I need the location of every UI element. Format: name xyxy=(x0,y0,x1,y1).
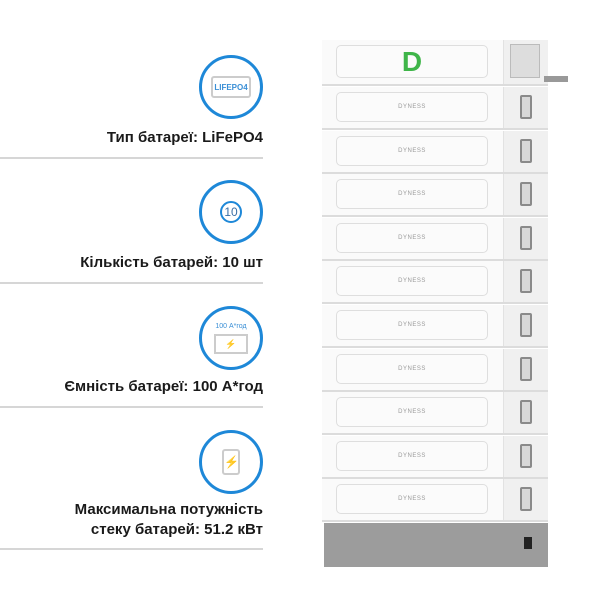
feature-label: Тип батареї: LiFePO4 xyxy=(106,129,263,146)
brand-text: DYNESS xyxy=(398,409,426,416)
feature-label-line2: стеку батарей: 51.2 кВт xyxy=(90,521,263,538)
brand-text: DYNESS xyxy=(398,278,426,285)
battery-module: DYNESS xyxy=(322,87,548,130)
car-battery-icon: 100 А*год ⚡ xyxy=(199,306,263,370)
battery-module: DYNESS xyxy=(322,305,548,348)
divider xyxy=(0,548,263,550)
icon-text: 10 xyxy=(220,201,242,223)
battery-module: DYNESS xyxy=(322,174,548,218)
module-handle xyxy=(520,313,532,337)
brand-text: DYNESS xyxy=(398,452,426,459)
module-handle xyxy=(520,487,532,512)
feature-label-line1: Максимальна потужність xyxy=(74,501,263,518)
module-handle xyxy=(520,443,532,468)
control-panel xyxy=(510,44,540,78)
brand-text: DYNESS xyxy=(398,322,426,328)
brand-text: DYNESS xyxy=(398,496,426,503)
battery-module: DYNESS xyxy=(322,392,548,436)
brand-text: DYNESS xyxy=(398,147,426,154)
module-handle xyxy=(520,269,532,294)
feature-label: Ємність батареї: 100 А*год xyxy=(64,378,263,395)
icon-text: 100 А*год xyxy=(215,322,247,330)
module-handle xyxy=(520,138,532,163)
module-handle xyxy=(520,225,532,250)
module-handle xyxy=(520,182,532,207)
dyness-logo: D xyxy=(401,45,423,77)
battery-module: DYNESS xyxy=(322,479,548,523)
base-port xyxy=(524,537,532,549)
feature-label: Кількість батарей: 10 шт xyxy=(80,254,263,271)
divider xyxy=(0,282,263,284)
strong-battery-icon: ⚡ xyxy=(199,430,263,494)
controller-module: D xyxy=(322,40,568,86)
divider xyxy=(0,406,263,408)
module-handle xyxy=(520,95,532,119)
module-handle xyxy=(520,400,532,425)
lifepo4-battery-icon: LIFEPO4 xyxy=(199,55,263,119)
battery-count-icon: 10 xyxy=(199,180,263,244)
battery-module: DYNESS xyxy=(322,435,548,479)
battery-module: DYNESS xyxy=(322,217,548,261)
battery-module: DYNESS xyxy=(322,261,548,305)
stack-base xyxy=(324,523,548,567)
battery-module: DYNESS xyxy=(322,130,548,174)
battery-module: DYNESS xyxy=(322,348,548,392)
divider xyxy=(0,157,263,159)
brand-text: DYNESS xyxy=(398,104,426,110)
brand-text: DYNESS xyxy=(398,365,426,372)
brand-text: DYNESS xyxy=(398,234,426,241)
side-handle xyxy=(544,76,568,82)
icon-text: LIFEPO4 xyxy=(211,76,251,98)
brand-text: DYNESS xyxy=(398,191,426,198)
module-handle xyxy=(520,356,532,381)
